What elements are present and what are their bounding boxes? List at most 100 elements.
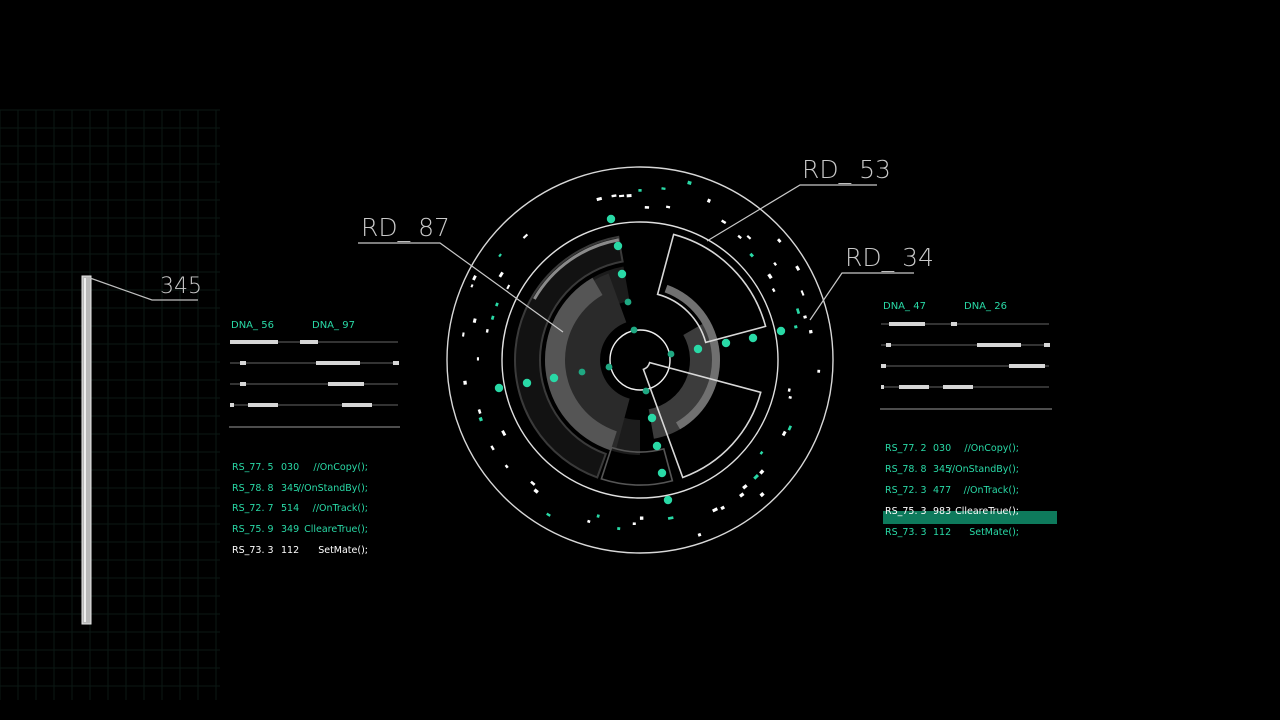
radar-tick	[697, 532, 702, 537]
right-header-2: DNA_ 26	[964, 301, 1007, 312]
radar-tick	[749, 252, 755, 258]
radar-tick	[495, 302, 499, 307]
radar-outer-ring	[446, 166, 834, 554]
radar-tick	[587, 519, 591, 524]
radar-tick	[787, 388, 791, 392]
radar-tick	[737, 234, 742, 240]
right-row-3: RS_72. 3 477 //OnTrack();	[885, 485, 1019, 496]
row-id: RS_72. 7	[232, 503, 274, 514]
radar-tick	[596, 514, 600, 518]
row-num: 983	[933, 506, 951, 517]
radar-dot	[647, 413, 657, 423]
gauge-leader-line	[89, 277, 198, 301]
radar-sector	[642, 361, 762, 479]
radar-dot	[642, 387, 650, 395]
radar-tick	[506, 284, 511, 290]
radar-tick	[463, 380, 467, 385]
background-grid	[0, 109, 220, 700]
row-num: 112	[281, 545, 299, 556]
radar-dot	[617, 269, 627, 279]
radar-tick	[759, 492, 765, 498]
left-data-panel: DNA_ 56 DNA_ 97 RS_77. 5 030 //OnCopy();…	[229, 320, 400, 556]
left-header-2: DNA_ 97	[312, 320, 355, 331]
left-row-2: RS_78. 8 345 //OnStandBy();	[232, 483, 368, 494]
radar-tick	[472, 318, 477, 324]
row-id: RS_73. 3	[232, 545, 274, 556]
bar-segment	[240, 361, 246, 365]
radar-tick	[753, 474, 759, 480]
radar-dot	[494, 383, 504, 393]
row-cmd: //OnStandBy();	[949, 464, 1019, 475]
callout-rd-34: RD_ 34	[809, 243, 934, 321]
radar-dot	[652, 441, 662, 451]
row-num: 345	[281, 483, 299, 494]
radar-sector	[600, 446, 674, 486]
radar-tick	[803, 315, 807, 319]
row-id: RS_78. 8	[232, 483, 274, 494]
radar-tick	[639, 516, 644, 520]
radar-tick	[632, 522, 636, 526]
bar-segment	[316, 361, 360, 365]
bar-segment	[951, 322, 957, 326]
radar-sector	[656, 233, 767, 344]
callout-label-rd-34: RD_ 34	[845, 243, 934, 272]
row-num: 030	[281, 462, 299, 473]
callout-label-rd-87: RD_ 87	[361, 213, 450, 242]
right-data-panel: DNA_ 47 DNA_ 26 RS_77. 2 030 //OnCopy();…	[880, 301, 1057, 538]
radar-tick	[472, 275, 477, 281]
radar-tick	[706, 198, 711, 203]
radar-dot	[630, 326, 638, 334]
bar-segment	[899, 385, 929, 389]
row-num: 112	[933, 527, 951, 538]
radar-tick	[617, 527, 621, 531]
row-cmd: ClleareTrue();	[304, 524, 368, 535]
left-row-5: RS_73. 3 112 SetMate();	[232, 545, 368, 556]
radar-dot	[748, 333, 758, 343]
callout-rd-53: RD_ 53	[706, 155, 891, 242]
radar-tick	[739, 492, 745, 498]
bar-segment	[1009, 364, 1045, 368]
bar-segment	[943, 385, 973, 389]
radar-dot	[522, 378, 532, 388]
radar-tick	[787, 425, 793, 431]
bar-segment	[230, 403, 234, 407]
row-cmd: //OnCopy();	[313, 462, 368, 473]
radar-dot	[606, 214, 616, 224]
gauge-bar	[81, 275, 92, 625]
row-highlight	[883, 511, 1057, 524]
radar-tick	[712, 507, 719, 513]
radar-tick	[626, 194, 632, 198]
row-cmd: //OnCopy();	[964, 443, 1019, 454]
radar-tick	[793, 325, 798, 329]
radar-tick	[746, 235, 752, 240]
bar-segment	[1044, 343, 1050, 347]
radar-tick	[795, 265, 801, 272]
radar-tick	[661, 187, 666, 191]
row-num: 030	[933, 443, 951, 454]
vertical-gauge: 345	[81, 274, 202, 625]
radar-inner-ring	[501, 221, 779, 499]
row-cmd: //OnStandBy();	[298, 483, 368, 494]
radar-tick	[687, 180, 692, 185]
bar-segment	[342, 403, 372, 407]
row-id: RS_77. 2	[885, 443, 927, 454]
radar-dot	[663, 495, 673, 505]
radar-tick	[795, 308, 801, 315]
radar-tick	[665, 205, 671, 209]
radar-tick	[767, 273, 773, 280]
radar-tick	[498, 253, 502, 258]
radar-tick	[470, 284, 474, 288]
radar-tick	[667, 516, 674, 520]
radar-dot	[549, 373, 559, 383]
radar-tick	[596, 196, 603, 202]
bar-segment	[328, 382, 364, 386]
radar-tick	[478, 416, 483, 422]
radar-dot	[578, 368, 586, 376]
row-id: RS_75. 3	[885, 506, 927, 517]
radar-tick	[485, 328, 489, 333]
radar-tick	[477, 409, 482, 414]
callout-rd-87: RD_ 87	[358, 213, 564, 333]
radar-tick	[759, 450, 764, 455]
